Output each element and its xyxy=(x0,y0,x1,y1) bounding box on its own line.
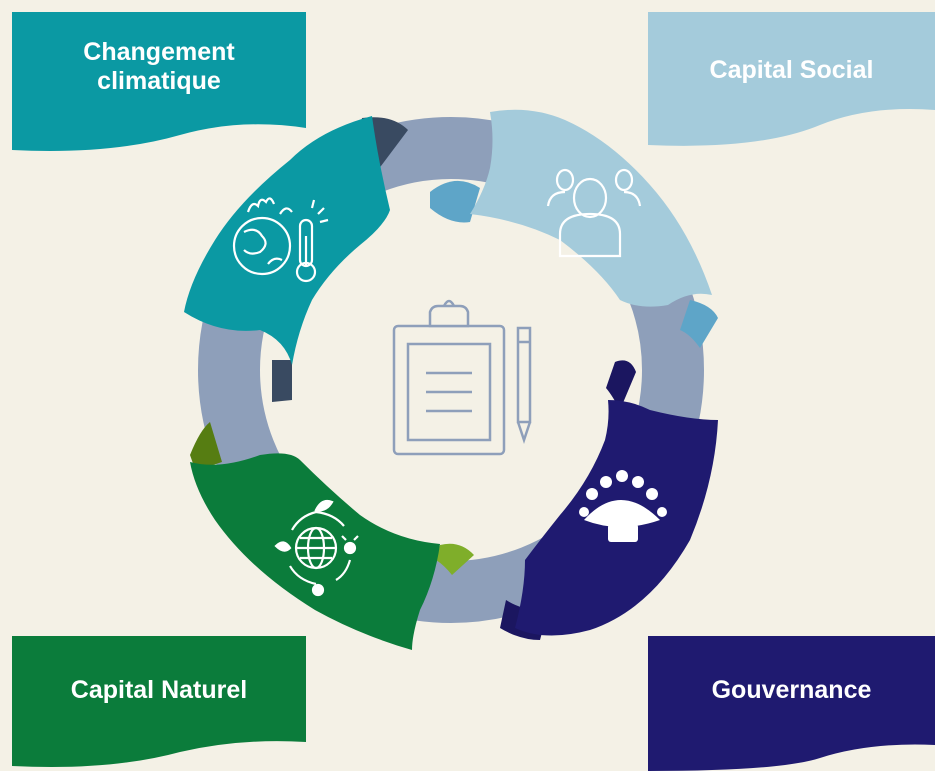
label-changement-climatique: Changement climatique xyxy=(12,22,306,112)
banner-natural xyxy=(12,636,306,768)
central-ring xyxy=(198,117,704,623)
ribbon-natural xyxy=(190,453,440,650)
fold-accent-social xyxy=(430,180,480,223)
label-gouvernance: Gouvernance xyxy=(648,660,935,720)
label-capital-social: Capital Social xyxy=(648,40,935,100)
label-capital-social-text: Capital Social xyxy=(709,55,874,84)
boardroom-icon xyxy=(579,470,667,542)
fold-accent-social-2 xyxy=(680,300,718,348)
fold-accent-governance xyxy=(606,360,636,410)
fold-accent-climate-2 xyxy=(272,360,292,402)
globe-thermometer-icon xyxy=(232,197,329,283)
ribbon-climate xyxy=(184,116,390,365)
fold-accent-natural-2 xyxy=(436,543,474,575)
label-capital-naturel: Capital Naturel xyxy=(12,660,306,720)
biodiversity-globe-icon xyxy=(274,499,359,597)
banner-governance xyxy=(648,636,935,771)
banner-social xyxy=(648,12,935,146)
label-capital-naturel-text: Capital Naturel xyxy=(70,675,248,704)
label-changement-climatique-text: Changement climatique xyxy=(83,38,235,95)
people-icon xyxy=(546,168,642,258)
label-gouvernance-text: Gouvernance xyxy=(711,675,872,704)
ribbon-social xyxy=(470,109,712,307)
clipboard-pencil-icon xyxy=(392,299,532,456)
banner-climate xyxy=(12,12,306,151)
fold-accent-natural xyxy=(190,422,222,472)
